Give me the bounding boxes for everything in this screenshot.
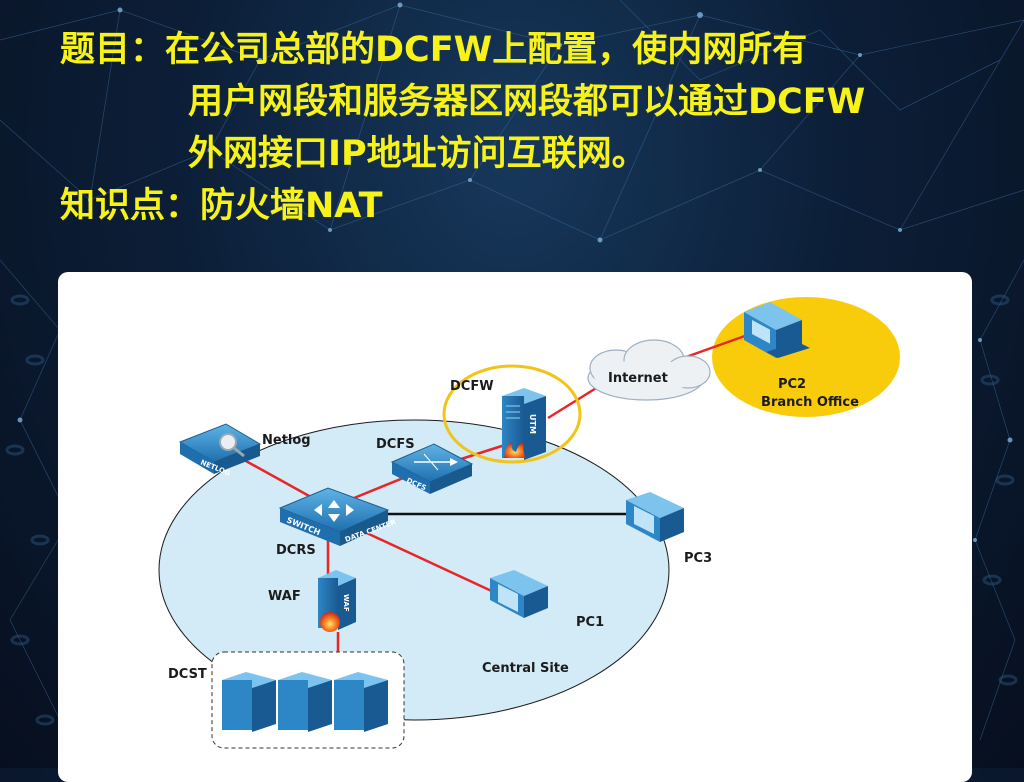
waf-device-text: WAF bbox=[342, 594, 350, 612]
dcst-server-icon-2[interactable] bbox=[278, 672, 332, 732]
pc2-branch-office-label: Branch Office bbox=[761, 395, 859, 410]
dcst-label: DCST bbox=[168, 667, 207, 682]
title-line-2: 用户网段和服务器区网段都可以通过DCFW bbox=[188, 82, 866, 122]
pc1-label: PC1 bbox=[576, 615, 604, 630]
internet-label: Internet bbox=[608, 371, 668, 386]
dcfs-label: DCFS bbox=[376, 437, 415, 452]
utm-device-text: UTM bbox=[528, 414, 537, 434]
slide-title: 题目：在公司总部的DCFW上配置，使内网所有 用户网段和服务器区网段都可以通过D… bbox=[60, 24, 1020, 232]
pc3-label: PC3 bbox=[684, 551, 712, 566]
title-line-4: 知识点：防火墙NAT bbox=[60, 186, 383, 226]
pc2-label: PC2 bbox=[778, 377, 806, 392]
central-site-label: Central Site bbox=[482, 661, 569, 676]
netlog-label: Netlog bbox=[262, 433, 311, 448]
title-line-1: 题目：在公司总部的DCFW上配置，使内网所有 bbox=[60, 30, 808, 70]
dcfw-highlight-ring bbox=[442, 364, 582, 464]
dcrs-label: DCRS bbox=[276, 543, 316, 558]
title-line-3: 外网接口IP地址访问互联网。 bbox=[188, 134, 647, 174]
pc2-computer-icon[interactable] bbox=[744, 302, 810, 358]
pc1-computer-icon[interactable] bbox=[490, 570, 548, 618]
network-topology-diagram: NETLOG Netlog DCFS DCFS UTM DCFW bbox=[158, 297, 900, 749]
dcfw-utm-device-icon[interactable]: UTM bbox=[502, 388, 546, 460]
central-site-area bbox=[158, 419, 670, 721]
link-dcfs-dcfw bbox=[457, 442, 509, 462]
link-dcrs-pc1 bbox=[355, 526, 499, 596]
dcfs-device-icon[interactable]: DCFS bbox=[390, 443, 474, 494]
dcfw-label: DCFW bbox=[450, 379, 494, 394]
netlog-device-icon[interactable]: NETLOG bbox=[178, 423, 262, 478]
internet-cloud-icon[interactable] bbox=[587, 339, 711, 401]
dcst-server-icon-1[interactable] bbox=[222, 672, 276, 732]
diagram-card: NETLOG Netlog DCFS DCFS UTM DCFW bbox=[58, 272, 972, 782]
waf-label: WAF bbox=[268, 589, 301, 604]
dcst-server-icon-3[interactable] bbox=[334, 672, 388, 732]
waf-device-icon[interactable]: WAF bbox=[318, 570, 356, 632]
pc3-computer-icon[interactable] bbox=[626, 492, 684, 542]
